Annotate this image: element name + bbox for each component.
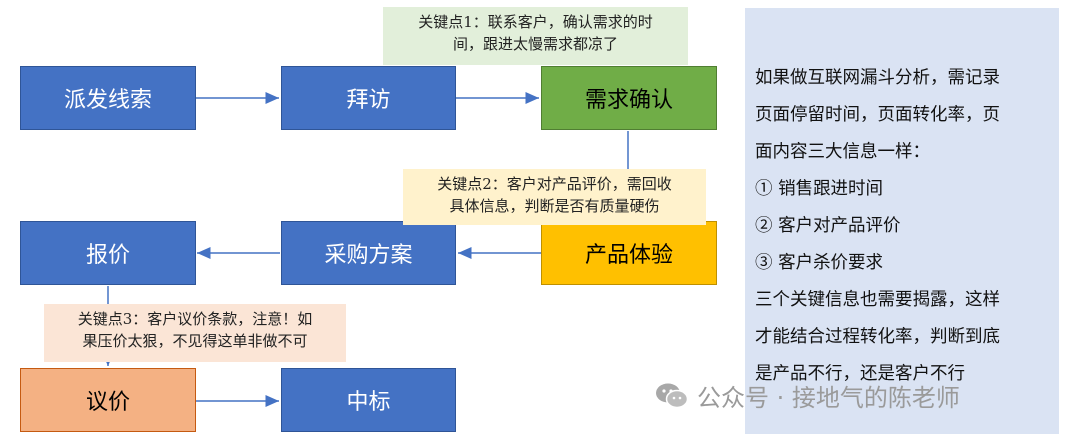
panel-line: ③ 客户杀价要求 xyxy=(755,253,884,273)
note-2-line-1: 关键点2：客户对产品评价，需回收 xyxy=(437,175,672,193)
node-tiyan: 产品体验 xyxy=(541,221,717,285)
panel-line: 三个关键信息也需要揭露，这样 xyxy=(755,290,1000,310)
node-yijia: 议价 xyxy=(20,368,196,432)
node-baojia: 报价 xyxy=(20,221,196,285)
watermark-text: 公众号 · 接地气的陈老师 xyxy=(697,384,960,412)
node-xuqiu: 需求确认 xyxy=(541,66,717,130)
panel-line: 面内容三大信息一样： xyxy=(755,142,930,162)
node-caigou: 采购方案 xyxy=(281,221,456,285)
panel-line: ① 销售跟进时间 xyxy=(755,179,884,199)
panel-line: ② 客户对产品评价 xyxy=(755,216,901,236)
note-3-line-1: 关键点3：客户议价条款，注意！如 xyxy=(77,310,313,328)
note-3-line-2: 果压价太狠，不见得这单非做不可 xyxy=(82,332,308,350)
note-1-line-1: 关键点1：联系客户，确认需求的时 xyxy=(418,13,653,31)
watermark: 公众号 · 接地气的陈老师 xyxy=(655,378,960,413)
summary-panel: 如果做互联网漏斗分析，需记录 页面停留时间，页面转化率，页 面内容三大信息一样：… xyxy=(745,8,1059,434)
wechat-icon xyxy=(656,383,689,408)
node-baifang: 拜访 xyxy=(281,66,456,130)
panel-line: 是产品不行，还是客户不行 xyxy=(755,364,965,384)
note-key-point-2: 关键点2：客户对产品评价，需回收 具体信息，判断是否有质量硬伤 xyxy=(403,169,706,225)
node-zhongbiao: 中标 xyxy=(281,368,456,432)
note-2-line-2: 具体信息，判断是否有质量硬伤 xyxy=(449,197,660,215)
note-key-point-3: 关键点3：客户议价条款，注意！如 果压价太狠，不见得这单非做不可 xyxy=(44,304,346,362)
node-paifa: 派发线索 xyxy=(20,66,196,130)
note-1-line-2: 间，跟进太慢需求都凉了 xyxy=(452,35,618,53)
panel-line: 页面停留时间，页面转化率，页 xyxy=(755,105,1000,125)
panel-line: 才能结合过程转化率，判断到底 xyxy=(755,327,1000,347)
panel-line: 如果做互联网漏斗分析，需记录 xyxy=(755,68,1000,88)
note-key-point-1: 关键点1：联系客户，确认需求的时 间，跟进太慢需求都凉了 xyxy=(383,7,688,65)
